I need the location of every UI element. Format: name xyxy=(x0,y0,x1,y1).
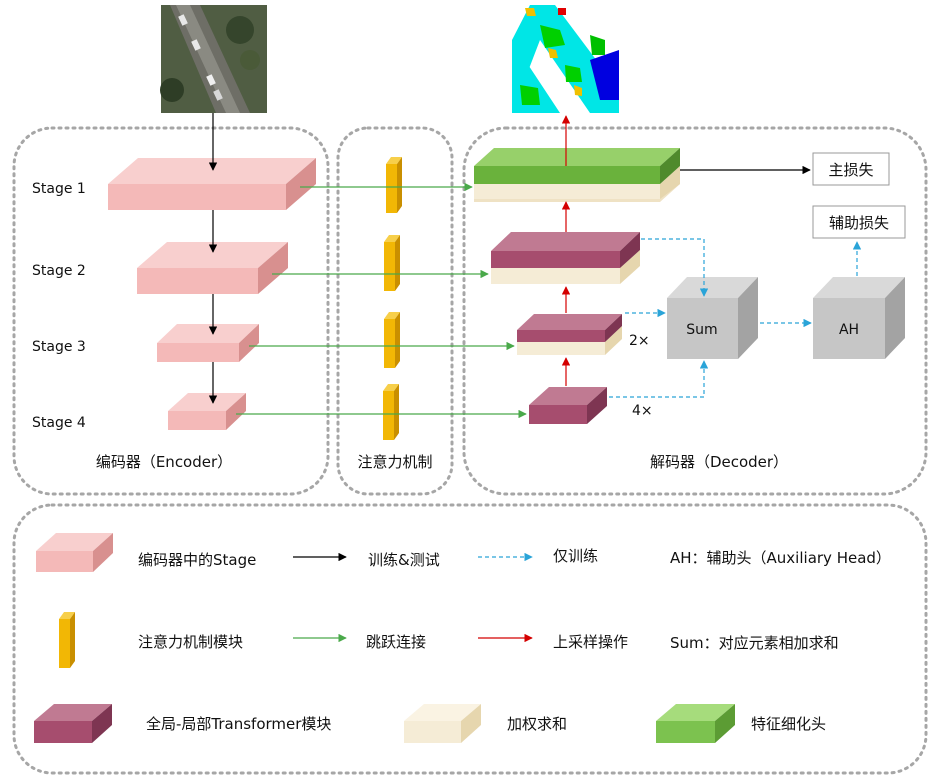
encoder-title: 编码器（Encoder） xyxy=(96,453,232,471)
legend-train-only-label: 仅训练 xyxy=(553,547,598,565)
aux-loss-label: 辅助损失 xyxy=(829,214,889,232)
stage-2-label: Stage 2 xyxy=(32,263,86,279)
attention-module-1 xyxy=(386,157,402,213)
legend-train-test-label: 训练&测试 xyxy=(368,551,440,569)
sum-block: Sum xyxy=(667,277,758,359)
sum-label: Sum xyxy=(686,322,717,338)
legend-transformer-label: 全局-局部Transformer模块 xyxy=(146,715,331,733)
stage-3-label: Stage 3 xyxy=(32,339,86,355)
encoder-stage-4-block xyxy=(168,393,246,430)
scale-2x-label: 2× xyxy=(629,333,650,349)
decoder-panel xyxy=(462,126,928,496)
attention-title: 注意力机制 xyxy=(357,453,432,471)
attention-panel xyxy=(336,126,454,496)
output-segmentation-map xyxy=(512,5,619,113)
legend-ah-definition: AH：辅助头（Auxiliary Head） xyxy=(670,549,891,567)
legend-weighted-sum-label: 加权求和 xyxy=(507,715,567,733)
attention-module-3 xyxy=(384,312,400,368)
ah-label: AH xyxy=(839,322,859,338)
attention-module-2 xyxy=(384,235,400,291)
transformer-block-1 xyxy=(491,232,640,284)
transformer-block-3 xyxy=(529,387,607,424)
train-only-arrow-from-block3 xyxy=(609,360,709,398)
decoder-title: 解码器（Decoder） xyxy=(650,453,788,471)
legend-transformer-swatch xyxy=(34,704,112,743)
legend-upsample-label: 上采样操作 xyxy=(553,633,628,651)
transformer-block-2 xyxy=(517,314,622,355)
main-loss-box xyxy=(812,152,890,186)
auxiliary-head-block: AH xyxy=(813,277,905,359)
legend-weighted-sum-swatch xyxy=(404,704,481,743)
legend-sum-definition: Sum：对应元素相加求和 xyxy=(670,634,839,652)
encoder-stage-3-block xyxy=(157,324,259,362)
scale-4x-label: 4× xyxy=(632,403,653,419)
legend-skip-connection-label: 跳跃连接 xyxy=(366,633,426,651)
feature-refinement-head-block xyxy=(474,148,680,202)
attention-module-4 xyxy=(383,384,399,440)
encoder-stage-2-block xyxy=(137,242,288,294)
legend-attention-module-label: 注意力机制模块 xyxy=(138,633,243,651)
main-loss-label: 主损失 xyxy=(828,161,873,179)
legend-encoder-stage-swatch xyxy=(36,533,113,572)
legend-encoder-stage-label: 编码器中的Stage xyxy=(138,551,256,569)
legend-attention-module-swatch xyxy=(59,612,75,668)
legend-feature-head-label: 特征细化头 xyxy=(751,715,826,733)
legend-feature-head-swatch xyxy=(656,704,735,743)
train-only-arrow-from-block1 xyxy=(641,238,709,297)
encoder-panel xyxy=(12,126,330,496)
stage-1-label: Stage 1 xyxy=(32,181,86,197)
stage-4-label: Stage 4 xyxy=(32,415,86,431)
encoder-stage-1-block xyxy=(108,158,316,210)
aux-loss-box xyxy=(812,205,906,239)
input-aerial-image xyxy=(160,5,267,113)
